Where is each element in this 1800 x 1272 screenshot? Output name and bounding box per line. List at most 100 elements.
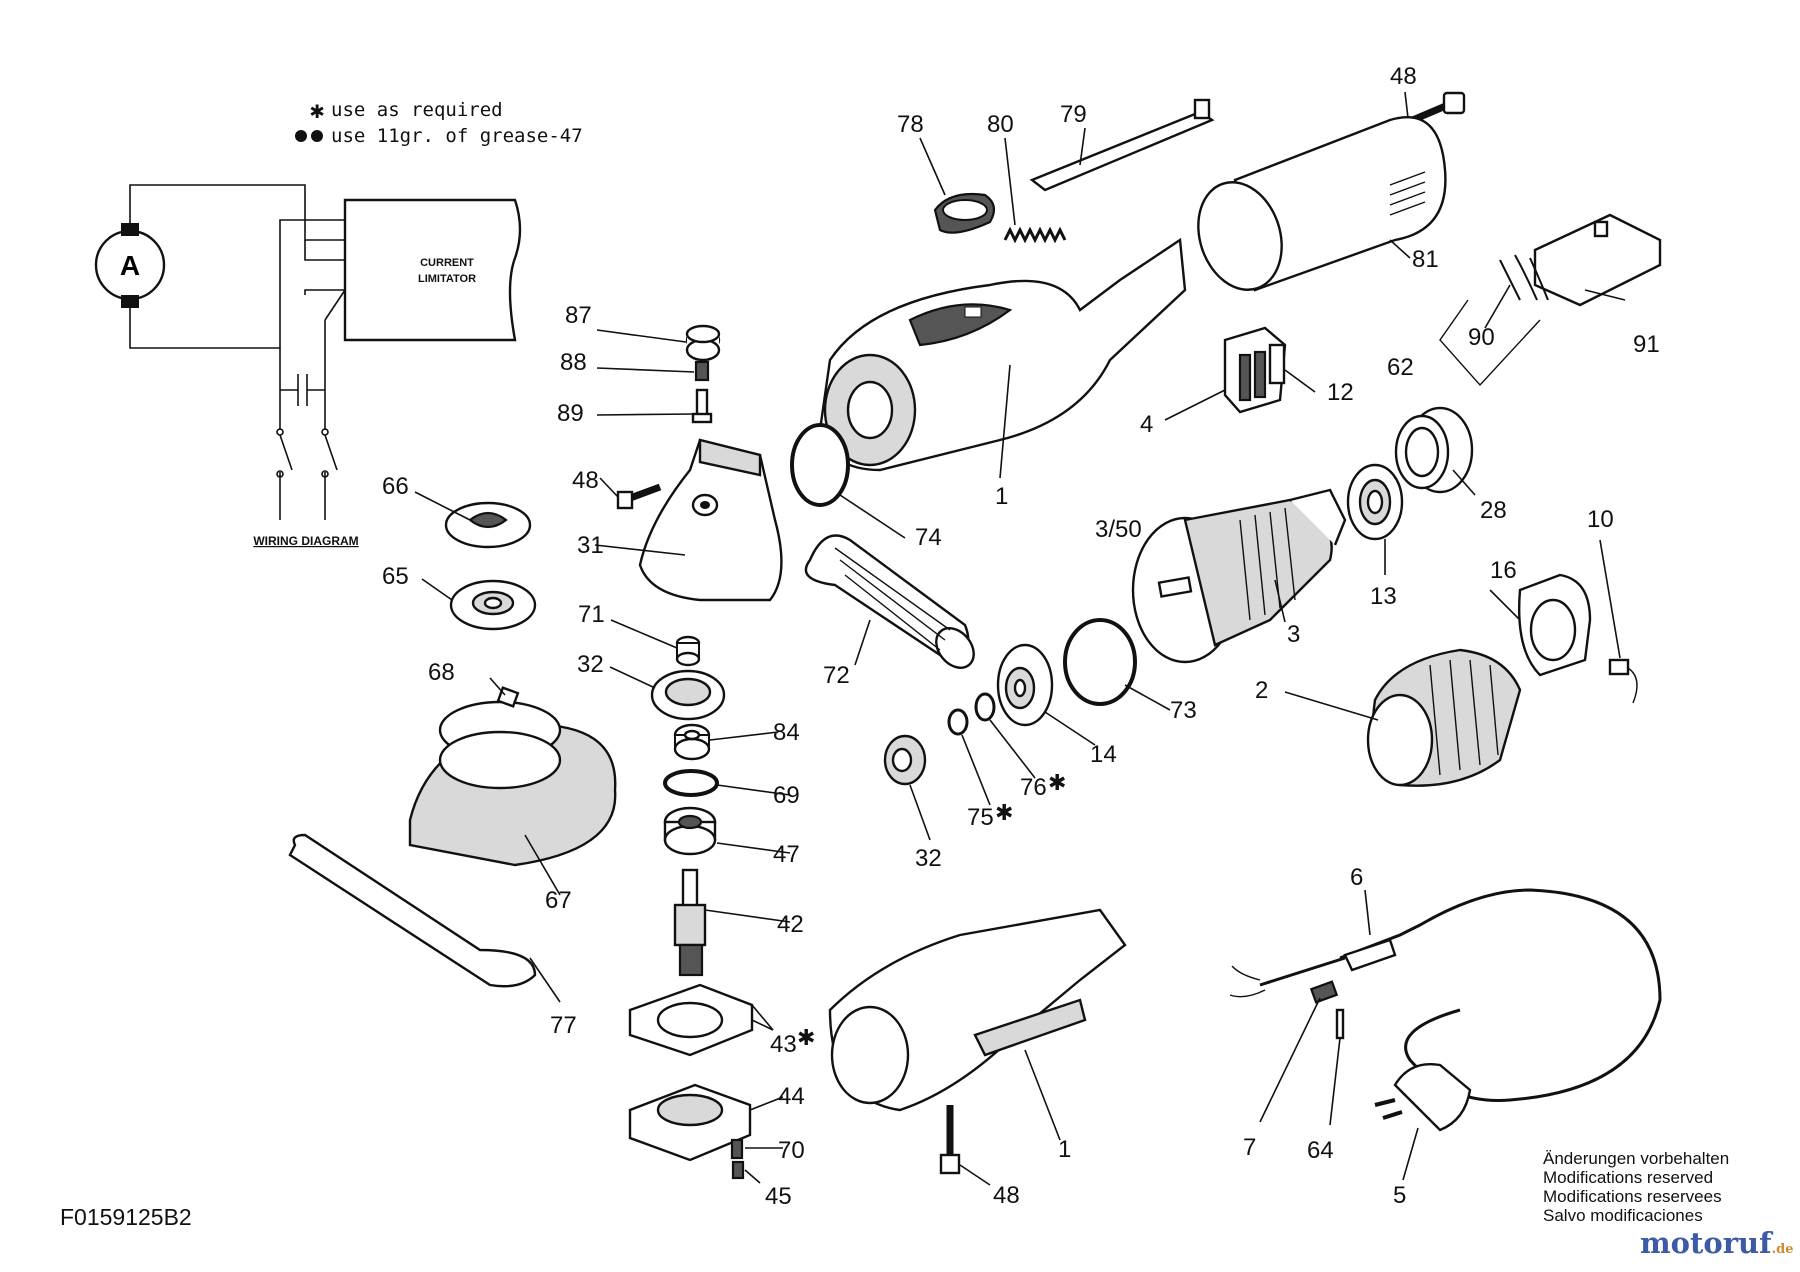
part-32-pinion [883, 734, 927, 786]
part-69-circlip [663, 769, 719, 797]
part-5-plug [1374, 1063, 1472, 1132]
note-as-required: use as required [331, 99, 503, 121]
label-66: 66 [382, 473, 409, 500]
part-72-side-handle [804, 534, 975, 669]
part-84-spacer [673, 723, 711, 761]
label-74: 74 [915, 524, 942, 551]
part-78-switch-button [933, 192, 996, 234]
modifications-de: Änderungen vorbehalten [1543, 1149, 1729, 1168]
part-13-bearing [1346, 463, 1404, 541]
part-62-leader [1439, 299, 1541, 387]
note-grease: use 11gr. of grease-47 [331, 125, 583, 147]
label-91: 91 [1633, 331, 1660, 358]
part-45-screw [731, 1160, 745, 1180]
part-28-bearing-sleeve [1394, 406, 1474, 494]
asterisk-icon: ✱ [310, 96, 324, 124]
limitator-line2: LIMITATOR [418, 273, 476, 285]
label-43-asterisk: ✱ [797, 1025, 815, 1050]
label-48-top: 48 [1390, 63, 1417, 90]
part-4-12-switch [1223, 326, 1287, 414]
part-10-carbon-brush [1608, 658, 1638, 704]
part-6-cable [1229, 888, 1662, 1102]
label-75-asterisk: ✱ [995, 800, 1013, 825]
label-7: 7 [1243, 1134, 1256, 1161]
part-47-bearing [663, 806, 717, 856]
part-67-wheel-guard [408, 686, 617, 867]
label-31: 31 [577, 532, 604, 559]
label-76-asterisk: ✱ [1048, 770, 1066, 795]
part-79-switch-rod [1029, 98, 1215, 192]
label-32-mid: 32 [915, 845, 942, 872]
label-28: 28 [1480, 497, 1507, 524]
label-79: 79 [1060, 101, 1087, 128]
part-2-field-stator [1366, 648, 1522, 787]
modifications-es: Salvo modificaciones [1543, 1206, 1703, 1225]
logo-tld: .de [1772, 1242, 1794, 1257]
label-13: 13 [1370, 583, 1397, 610]
part-1-housing-top [818, 237, 1187, 472]
part-66-flange-nut [444, 501, 532, 549]
part-87-cap [685, 324, 721, 362]
label-2: 2 [1255, 677, 1268, 704]
motor-label: A [120, 250, 140, 281]
label-70: 70 [778, 1137, 805, 1164]
logo-name: motoruf [1640, 1226, 1774, 1260]
wiring-diagram-title: WIRING DIAGRAM [253, 534, 358, 548]
part-7-cable-clamp [1309, 980, 1339, 1004]
part-48-screw-bottom [939, 1105, 961, 1175]
label-44: 44 [778, 1083, 805, 1110]
part-89-pin [691, 388, 713, 424]
part-32-ring-gear [650, 669, 726, 721]
part-71-sleeve [675, 635, 701, 667]
part-70-screw [730, 1138, 744, 1160]
label-81: 81 [1412, 246, 1439, 273]
part-75-washer [947, 708, 969, 736]
part-31-gear-head [638, 438, 783, 602]
leader-lines [414, 91, 1626, 1186]
label-10: 10 [1587, 506, 1614, 533]
label-67: 67 [545, 887, 572, 914]
label-62: 62 [1387, 354, 1414, 381]
modifications-en: Modifications reserved [1543, 1168, 1713, 1187]
label-78: 78 [897, 111, 924, 138]
label-48-mid: 48 [572, 467, 599, 494]
part-48-screw-mid [616, 483, 662, 510]
part-42-spindle [673, 868, 707, 977]
part-81-motor-cover [1197, 115, 1447, 292]
current-limitator-box [343, 198, 522, 342]
wiring-diagram: A CURRENT LIMITATOR WIRING DIAGRAM [94, 184, 522, 548]
part-76-washer [974, 692, 996, 722]
label-32-left: 32 [577, 651, 604, 678]
motoruf-logo: motoruf.de [1640, 1226, 1794, 1260]
label-48-bottom: 48 [993, 1182, 1020, 1209]
label-43: 43 [770, 1031, 797, 1058]
label-73: 73 [1170, 697, 1197, 724]
label-3: 3 [1287, 621, 1300, 648]
modifications-fr: Modifications reservees [1543, 1187, 1722, 1206]
logo-text: motoruf.de [1640, 1226, 1794, 1260]
label-350: 3/50 [1095, 516, 1142, 543]
part-77-spanner [288, 833, 537, 988]
part-43-gasket [628, 983, 754, 1057]
part-44-bearing-flange [628, 1083, 752, 1162]
part-91-limitator-board [1499, 213, 1662, 307]
label-87: 87 [565, 302, 592, 329]
label-72: 72 [823, 662, 850, 689]
label-75: 75 [967, 804, 994, 831]
label-65: 65 [382, 563, 409, 590]
part-16-brush-plate [1518, 573, 1592, 677]
label-4: 4 [1140, 411, 1153, 438]
limitator-line1: CURRENT [420, 257, 474, 269]
label-68: 68 [428, 659, 455, 686]
label-47: 47 [773, 841, 800, 868]
label-89: 89 [557, 400, 584, 427]
part-labels: 48 78 80 79 81 91 90 62 87 88 89 12 4 1 … [382, 63, 1660, 1210]
part-14-bearing [996, 643, 1054, 727]
label-88: 88 [560, 349, 587, 376]
label-84: 84 [773, 719, 800, 746]
legend-notes: ✱ use as required use 11gr. of grease-47 [295, 96, 583, 147]
label-69: 69 [773, 782, 800, 809]
part-65-flange [449, 579, 537, 631]
label-14: 14 [1090, 741, 1117, 768]
